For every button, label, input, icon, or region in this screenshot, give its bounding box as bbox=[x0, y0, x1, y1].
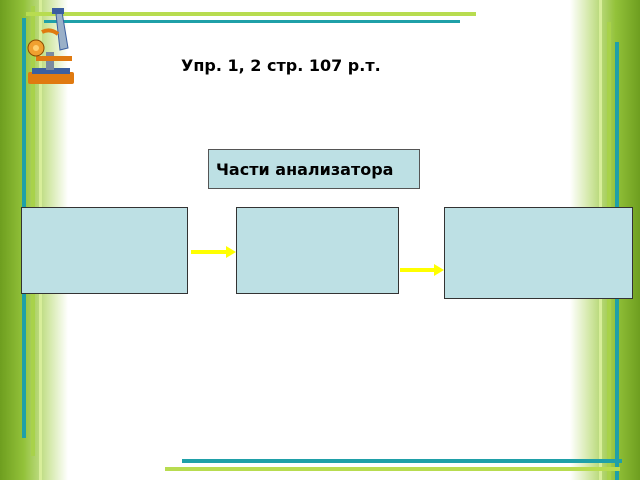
arrow-part1-to-part2 bbox=[191, 246, 236, 258]
analyzer-part-box-2 bbox=[236, 207, 399, 294]
analyzer-part-box-3 bbox=[444, 207, 633, 299]
analyzer-parts-header-label: Части анализатора bbox=[216, 160, 394, 179]
arrow-part2-to-part3 bbox=[400, 264, 444, 276]
microscope-icon bbox=[27, 8, 74, 84]
bottom-frame-line-green bbox=[165, 467, 620, 471]
bottom-frame-line-teal bbox=[182, 459, 622, 463]
analyzer-part-box-1 bbox=[21, 207, 188, 294]
top-frame-line-green bbox=[26, 12, 476, 16]
top-frame-line-teal bbox=[44, 20, 460, 23]
analyzer-parts-header-box bbox=[208, 149, 420, 189]
exercise-title: Упр. 1, 2 стр. 107 р.т. bbox=[181, 56, 381, 75]
